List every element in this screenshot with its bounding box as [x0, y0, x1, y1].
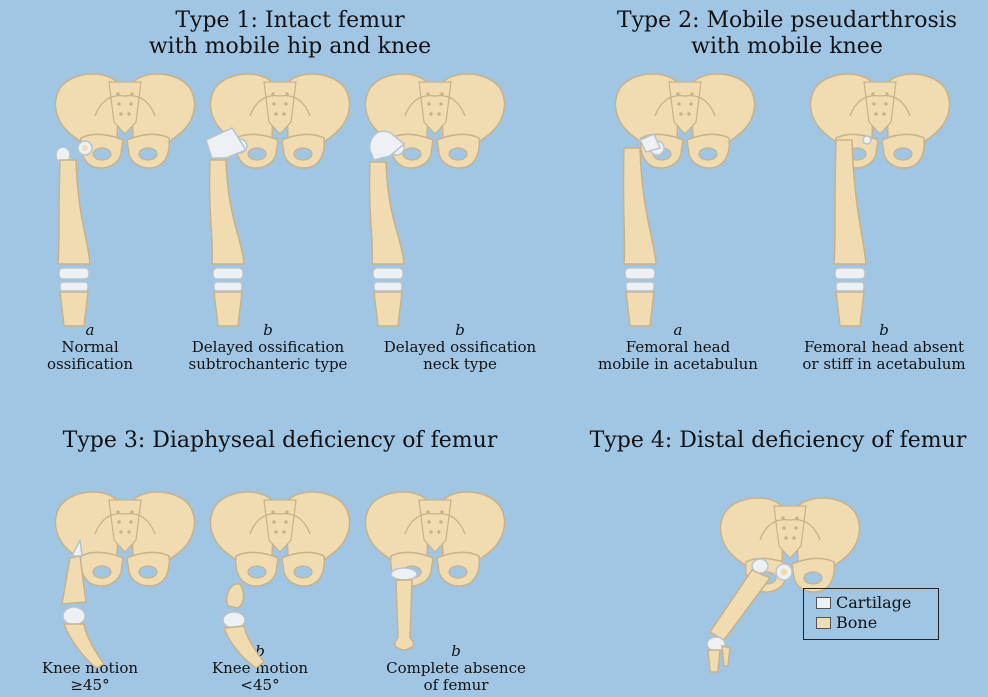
tibial-plateau-cartilage: [60, 282, 88, 291]
sacral-foramen: [282, 112, 285, 115]
obturator-foramen: [139, 566, 157, 578]
leg: [625, 268, 655, 326]
sacral-foramen: [119, 112, 122, 115]
sacral-foramen: [272, 520, 275, 523]
femoral-head-ossification: [781, 569, 788, 576]
legend-label: Bone: [836, 614, 877, 632]
obturator-foramen: [804, 572, 822, 584]
sacral-foramen: [284, 520, 287, 523]
sacral-foramen: [784, 536, 787, 539]
sacral-foramen: [129, 102, 132, 105]
obturator-foramen: [403, 148, 421, 160]
bone-swatch-icon: [816, 617, 831, 629]
femur-short: [710, 570, 770, 640]
leg: [373, 268, 403, 326]
sacral-foramen: [119, 530, 122, 533]
sacral-foramen: [874, 112, 877, 115]
knee-cartilage: [213, 268, 243, 279]
obturator-foramen: [449, 148, 467, 160]
knee-cartilage: [835, 268, 865, 279]
tibia-bent: [64, 624, 104, 668]
sacral-foramen: [274, 112, 277, 115]
tibial-plateau-cartilage: [214, 282, 242, 291]
sacral-foramen: [794, 526, 797, 529]
cartilage-swatch-icon: [816, 597, 831, 609]
knee-cartilage: [59, 268, 89, 279]
leg: [835, 268, 865, 326]
pelvis: [55, 74, 194, 168]
obturator-foramen: [294, 566, 312, 578]
knee-cartilage: [63, 607, 85, 625]
femur-shaft: [210, 160, 244, 264]
obturator-foramen: [294, 148, 312, 160]
obturator-foramen: [699, 148, 717, 160]
tibial-plateau-cartilage: [374, 282, 402, 291]
legend-label: Cartilage: [836, 594, 911, 612]
sacral-foramen: [882, 112, 885, 115]
sacral-foramen: [127, 530, 130, 533]
pelvis: [810, 74, 949, 168]
leg: [213, 268, 243, 326]
obturator-foramen: [248, 148, 266, 160]
femoral-head-remnant-cartilage: [863, 136, 871, 144]
sacral-foramen: [272, 102, 275, 105]
obturator-foramen: [248, 566, 266, 578]
fibula-stub: [722, 646, 730, 666]
tibia: [374, 292, 402, 326]
sacral-foramen: [274, 530, 277, 533]
sacral-foramen: [689, 102, 692, 105]
sacral-foramen: [884, 102, 887, 105]
sacral-foramen: [429, 112, 432, 115]
tibial-plateau-cartilage: [626, 282, 654, 291]
sacral-foramen: [284, 102, 287, 105]
sacral-foramen: [129, 520, 132, 523]
femoral-head-ossification: [82, 145, 88, 151]
sacral-foramen: [117, 520, 120, 523]
obturator-foramen: [894, 148, 912, 160]
pelvis: [210, 492, 349, 586]
legend: Cartilage Bone: [803, 588, 939, 640]
sacral-foramen: [437, 112, 440, 115]
obturator-foramen: [139, 148, 157, 160]
femur-shaft: [58, 160, 90, 264]
knee-cartilage: [373, 268, 403, 279]
sacral-foramen: [437, 530, 440, 533]
obturator-foramen: [93, 148, 111, 160]
sacral-foramen: [687, 112, 690, 115]
tibia: [60, 292, 88, 326]
sacral-foramen: [782, 526, 785, 529]
sacral-foramen: [282, 530, 285, 533]
obturator-foramen: [449, 566, 467, 578]
sacral-foramen: [872, 102, 875, 105]
pelvis: [365, 492, 504, 586]
tibia: [626, 292, 654, 326]
sacral-foramen: [439, 102, 442, 105]
sacral-foramen: [439, 520, 442, 523]
tibia: [836, 292, 864, 326]
tibial-plateau-cartilage: [391, 568, 417, 580]
sacral-foramen: [677, 102, 680, 105]
sacral-foramen: [427, 102, 430, 105]
tibia-stub: [708, 650, 720, 672]
tibia-bent: [224, 626, 264, 668]
sacral-foramen: [127, 112, 130, 115]
knee-cartilage: [625, 268, 655, 279]
tibial-plateau-cartilage: [836, 282, 864, 291]
tibia: [214, 292, 242, 326]
obturator-foramen: [93, 566, 111, 578]
sacral-foramen: [117, 102, 120, 105]
leg: [59, 268, 89, 326]
sacral-foramen: [792, 536, 795, 539]
sacral-foramen: [427, 520, 430, 523]
femur-shaft: [370, 162, 404, 264]
femoral-remnant: [227, 584, 244, 608]
tibia: [395, 580, 414, 650]
sacral-foramen: [429, 530, 432, 533]
sacral-foramen: [679, 112, 682, 115]
